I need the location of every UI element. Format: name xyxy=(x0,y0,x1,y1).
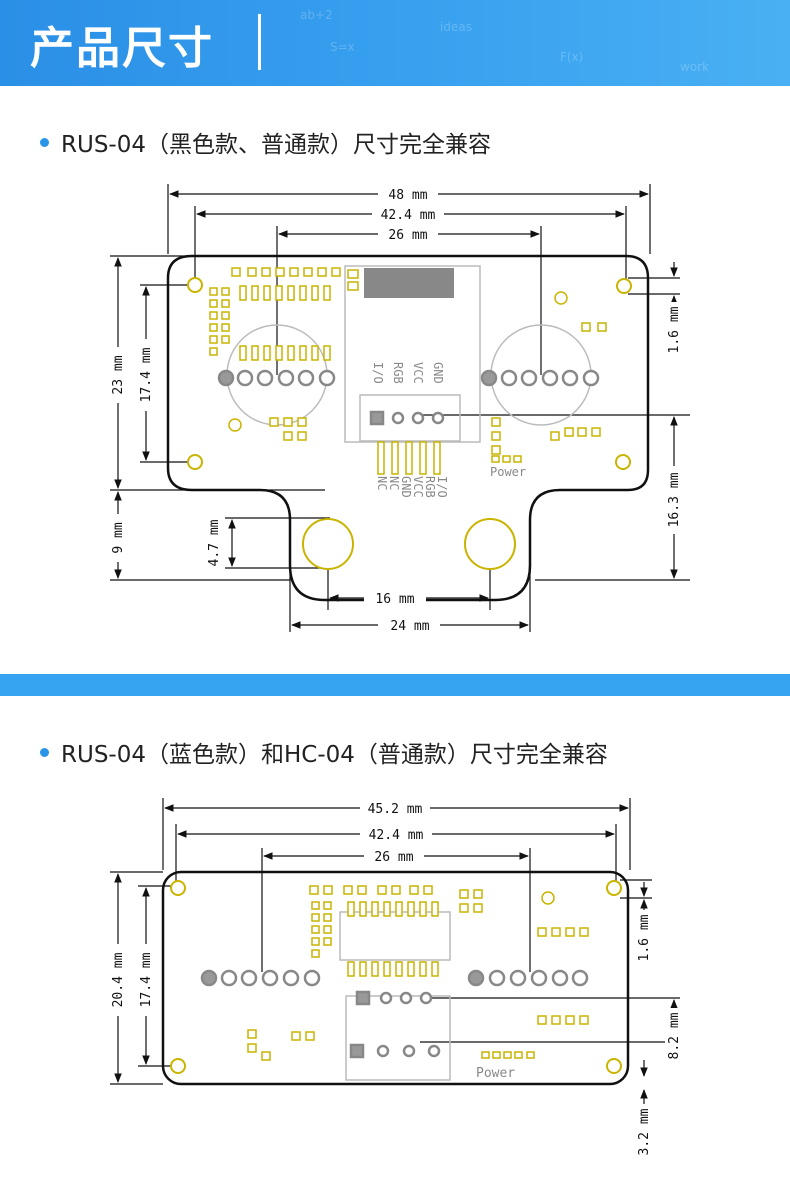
bullet-dot-icon xyxy=(40,138,49,147)
dim-26mm-2: 26 mm xyxy=(374,850,413,865)
label-nc-2: NC xyxy=(375,476,389,490)
dim-4-7mm: 4.7 mm xyxy=(207,519,222,566)
mounting-holes xyxy=(187,277,632,570)
rus04-black-dimension-diagram: 48 mm 42.4 mm 26 mm 16 mm 24 mm 23 mm 17… xyxy=(109,184,690,634)
rus04-blue-dimension-diagram: 45.2 mm 42.4 mm 26 mm 20.4 mm 17.4 mm 1.… xyxy=(109,798,682,1160)
label-power: Power xyxy=(490,465,526,479)
dim-24mm: 24 mm xyxy=(390,619,429,634)
board-outline-2 xyxy=(161,870,630,1086)
label-gnd: GND xyxy=(431,362,445,384)
label-nc-1: NC xyxy=(387,476,401,490)
banner-decoration: F(x) xyxy=(560,50,584,64)
dim-3-2mm: 3.2 mm xyxy=(637,1108,652,1155)
dim-8-2mm: 8.2 mm xyxy=(667,1012,682,1059)
banner-decoration: ab+2 xyxy=(300,8,333,22)
label-power-2: Power xyxy=(476,1066,515,1081)
header-banner: ab+2 S=x ideas F(x) work 产品尺寸 xyxy=(0,0,790,86)
extension-lines xyxy=(110,184,690,632)
label-io: I/O xyxy=(371,362,385,384)
pin-header-left xyxy=(217,369,336,387)
dim-1-6mm-2: 1.6 mm xyxy=(637,914,652,961)
dim-17-4mm: 17.4 mm xyxy=(139,347,154,402)
page-title: 产品尺寸 xyxy=(30,23,214,74)
section2-title: RUS-04（蓝色款）和HC-04（普通款）尺寸完全兼容 xyxy=(40,735,608,769)
label-vcc: VCC xyxy=(411,362,425,384)
dim-1-6mm: 1.6 mm xyxy=(667,306,682,353)
board-outline xyxy=(166,254,650,602)
pin-header-right xyxy=(480,369,600,387)
dim-16mm: 16 mm xyxy=(375,592,414,607)
banner-decoration: S=x xyxy=(330,40,355,54)
chip-body xyxy=(364,268,454,298)
dim-26mm: 26 mm xyxy=(388,228,427,243)
section-divider xyxy=(0,674,790,696)
dim-23mm: 23 mm xyxy=(111,355,126,394)
label-rgb-bottom: RGB xyxy=(423,476,437,498)
dim-45-2mm: 45.2 mm xyxy=(368,802,423,817)
dim-9mm: 9 mm xyxy=(111,522,126,553)
label-rgb: RGB xyxy=(391,362,405,384)
banner-decoration: ideas xyxy=(440,20,472,34)
label-vcc-bottom: VCC xyxy=(411,476,425,498)
connector-pins xyxy=(369,410,445,426)
smd-pads xyxy=(209,267,607,475)
dim-42-4mm-2: 42.4 mm xyxy=(369,828,424,843)
bullet-dot-icon xyxy=(40,748,49,757)
title-divider xyxy=(258,14,261,70)
section1-title: RUS-04（黑色款、普通款）尺寸完全兼容 xyxy=(40,125,491,159)
dim-48mm: 48 mm xyxy=(388,188,427,203)
label-gnd-bottom: GND xyxy=(399,476,413,498)
dim-16-3mm: 16.3 mm xyxy=(667,472,682,527)
connector-outline xyxy=(359,394,461,442)
banner-decoration: work xyxy=(680,60,710,74)
dim-42-4mm: 42.4 mm xyxy=(381,208,436,223)
label-io-bottom: I/O xyxy=(435,476,449,498)
dim-20-4mm: 20.4 mm xyxy=(111,952,126,1007)
dim-17-4mm-2: 17.4 mm xyxy=(139,952,154,1007)
